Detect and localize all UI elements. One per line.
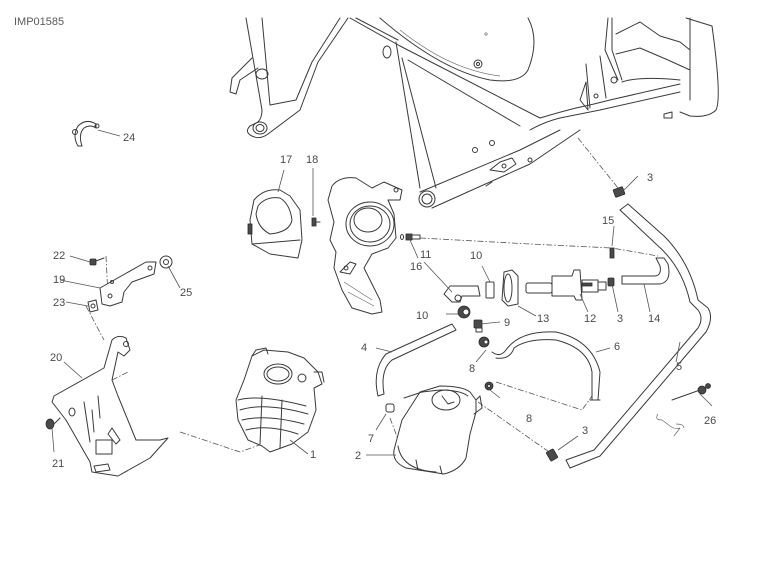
part-13-grommet [501, 269, 519, 307]
part-25-washer [159, 255, 173, 269]
part-16-nipple-fitting [400, 233, 421, 241]
callout-3-mid: 3 [617, 313, 623, 325]
callout-8-upper: 8 [469, 363, 475, 375]
part-10-spacer-lower [457, 305, 471, 319]
callout-6: 6 [614, 341, 620, 353]
part-23-nut [87, 299, 99, 313]
part-22-screw [89, 257, 105, 266]
callout-3-top: 3 [647, 172, 653, 184]
part-12-valve [525, 269, 607, 301]
part-3-clamp-bottom [546, 448, 558, 462]
part-4-hose [375, 323, 457, 397]
part-1-housing [235, 347, 325, 453]
callout-2: 2 [355, 450, 361, 462]
part-19-bracket [99, 261, 157, 307]
callout-10-top: 10 [470, 250, 482, 262]
part-21-screw [45, 417, 61, 430]
reference-clip-ghost [656, 413, 685, 437]
part-3-clamp-mid [607, 277, 615, 287]
part-26-cable-tie [671, 383, 711, 401]
part-15-clip [609, 247, 615, 259]
part-20-support-bracket [51, 335, 169, 477]
callout-19: 19 [53, 274, 65, 286]
frame-structure [229, 17, 719, 209]
part-8-clamp-upper [478, 336, 490, 348]
callout-5: 5 [676, 361, 682, 373]
callout-16: 16 [410, 261, 422, 273]
callout-13: 13 [537, 313, 549, 325]
part-7-clamp [385, 403, 395, 413]
leader-lines [51, 129, 713, 456]
callout-15: 15 [602, 215, 614, 227]
callout-12: 12 [584, 313, 596, 325]
part-2-canister [393, 385, 483, 475]
callout-8-lower: 8 [526, 413, 532, 425]
part-18-screw [311, 217, 321, 227]
callout-14: 14 [648, 313, 660, 325]
callout-25: 25 [180, 287, 192, 299]
intake-body [327, 177, 403, 315]
part-9-fitting [473, 319, 483, 333]
callout-22: 22 [53, 250, 65, 262]
callout-10-lower: 10 [416, 310, 428, 322]
part-17-cover [247, 189, 303, 259]
callout-11: 11 [420, 249, 431, 261]
part-8-clamp-lower [484, 381, 494, 391]
part-11-hose-elbow [443, 285, 481, 303]
callout-26: 26 [704, 415, 716, 427]
callout-20: 20 [50, 352, 62, 364]
callout-4: 4 [361, 342, 367, 354]
callout-1: 1 [310, 449, 316, 461]
callout-7: 7 [368, 433, 374, 445]
callout-24: 24 [123, 132, 135, 144]
callout-23: 23 [53, 297, 65, 309]
callout-9: 9 [504, 317, 510, 329]
part-5-hose [565, 203, 712, 469]
part-3-clamp-top [612, 186, 626, 198]
callout-21: 21 [52, 458, 64, 470]
callout-3-bottom: 3 [582, 425, 588, 437]
callout-17: 17 [280, 154, 292, 166]
part-10-spacer-top [485, 281, 495, 299]
part-6-hose [491, 331, 601, 401]
callout-18: 18 [306, 154, 318, 166]
part-24-clamp [72, 120, 100, 147]
callout-labels: 24 22 19 23 25 20 21 1 17 18 16 11 10 10… [50, 132, 716, 470]
drawing-code: IMP01585 [14, 16, 64, 28]
part-14-hose [621, 257, 670, 285]
